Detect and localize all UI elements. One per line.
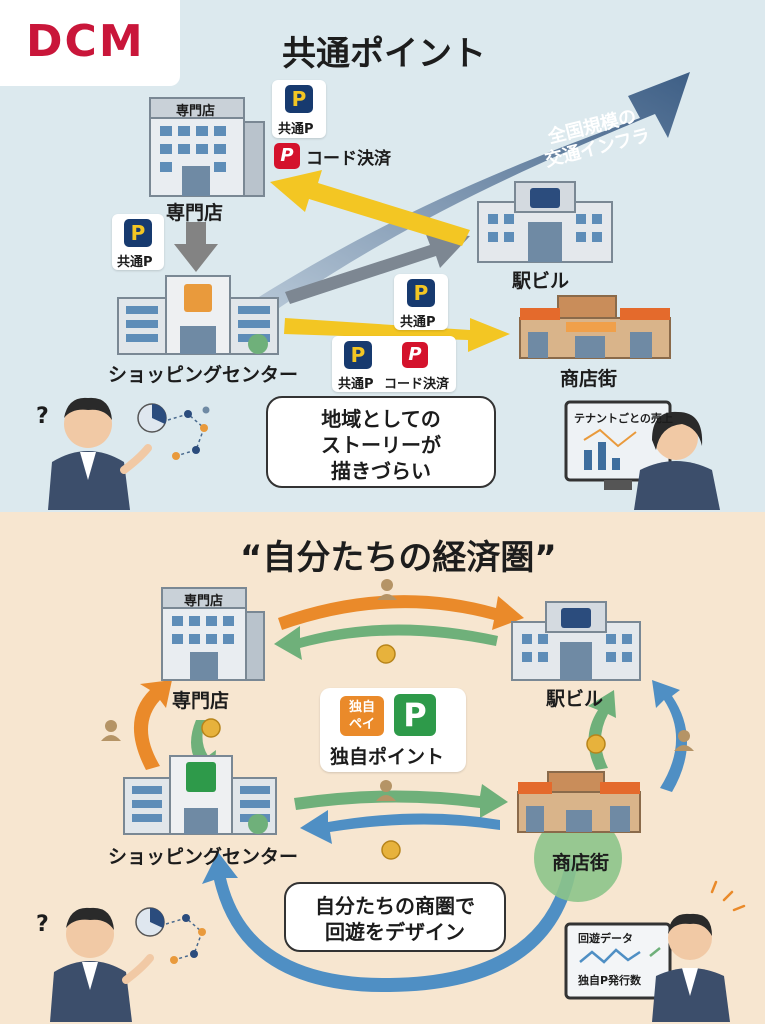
station-building-label: 駅ビル [512, 270, 570, 292]
own-pay-line1: 独自 [348, 700, 375, 715]
top-bubble-line1: 地域としての [321, 407, 441, 431]
yellow-arrow-mall-to-street [284, 318, 510, 352]
dcm-logo-text: DCM [26, 16, 145, 67]
specialty-store-building [149, 97, 265, 197]
dcm-logo: DCM [0, 0, 180, 86]
top-speech-bubble: 地域としての ストーリーが 描きづらい [266, 396, 496, 488]
analyst-with-monitor [564, 400, 720, 510]
specialty-store-sign-bottom: 専門店 [184, 594, 224, 609]
station-building [477, 181, 613, 263]
code-pay-label: コード決済 [306, 149, 391, 169]
confused-businessman [48, 397, 152, 510]
monitor-line1: 回遊データ [578, 932, 633, 945]
p-point-icon: P [344, 341, 372, 369]
own-pay-line2: ペイ [348, 717, 375, 732]
shopping-street-label-bottom: 商店街 [552, 852, 610, 874]
own-point-icon: P [394, 694, 436, 736]
own-pay-icon: 独自 ペイ [340, 696, 384, 736]
question-mark-bottom: ? [36, 912, 49, 937]
point-and-pay-badge: P 共通P P コード決済 [332, 336, 456, 392]
monitor-title: テナントごとの売上 [574, 412, 673, 425]
code-pay-label: コード決済 [384, 377, 450, 392]
grey-arrow-specialty-to-mall [174, 222, 218, 272]
p-point-icon: P [285, 85, 313, 113]
bottom-bubble-line1: 自分たちの商圏で [315, 894, 475, 918]
own-point-label: 独自ポイント [330, 746, 445, 768]
common-point-label: 共通P [338, 377, 374, 392]
grey-arrow-mall-to-station [285, 232, 470, 304]
code-pay-icon: P [402, 342, 428, 368]
question-mark: ? [36, 404, 49, 429]
infrastructure-arrow [215, 72, 690, 335]
common-point-badge-3: P 共通P [394, 274, 448, 330]
code-pay-badge-1: P コード決済 [272, 140, 412, 172]
monitor-line2: 独自P発行数 [578, 974, 642, 987]
yellow-arrow-station-to-specialty [270, 170, 470, 246]
shopping-street-building [519, 295, 671, 359]
shopping-street-label: 商店街 [560, 368, 618, 390]
common-point-badge-1: P 共通P [272, 80, 326, 138]
chart-icon [137, 403, 210, 460]
p-point-icon: P [124, 219, 152, 247]
station-building-label-bottom: 駅ビル [546, 688, 604, 710]
shopping-center-building [117, 275, 279, 355]
common-point-label: 共通P [400, 315, 436, 330]
own-point-card: 独自 ペイ P 独自ポイント [320, 688, 466, 772]
own-economy-title: “自分たちの経済圏” [240, 538, 557, 578]
bottom-bubble-line2: 回遊をデザイン [325, 920, 465, 944]
bottom-speech-bubble: 自分たちの商圏で 回遊をデザイン [284, 882, 506, 952]
specialty-store-label: 専門店 [166, 202, 224, 224]
common-point-badge-2: P 共通P [112, 214, 164, 270]
common-point-label: 共通P [117, 255, 153, 270]
common-point-label: 共通P [278, 122, 314, 137]
shopping-center-label-bottom: ショッピングセンター [108, 846, 299, 868]
top-bubble-line2: ストーリーが [321, 433, 441, 457]
code-pay-icon: P [274, 143, 300, 169]
shopping-center-label: ショッピングセンター [108, 364, 299, 386]
top-bubble-line3: 描きづらい [331, 459, 431, 483]
specialty-store-label-bottom: 専門店 [172, 690, 230, 712]
specialty-store-sign: 専門店 [176, 104, 216, 119]
top-diagram-art [48, 72, 720, 510]
p-point-icon: P [407, 279, 435, 307]
common-point-title: 共通ポイント [282, 34, 486, 74]
